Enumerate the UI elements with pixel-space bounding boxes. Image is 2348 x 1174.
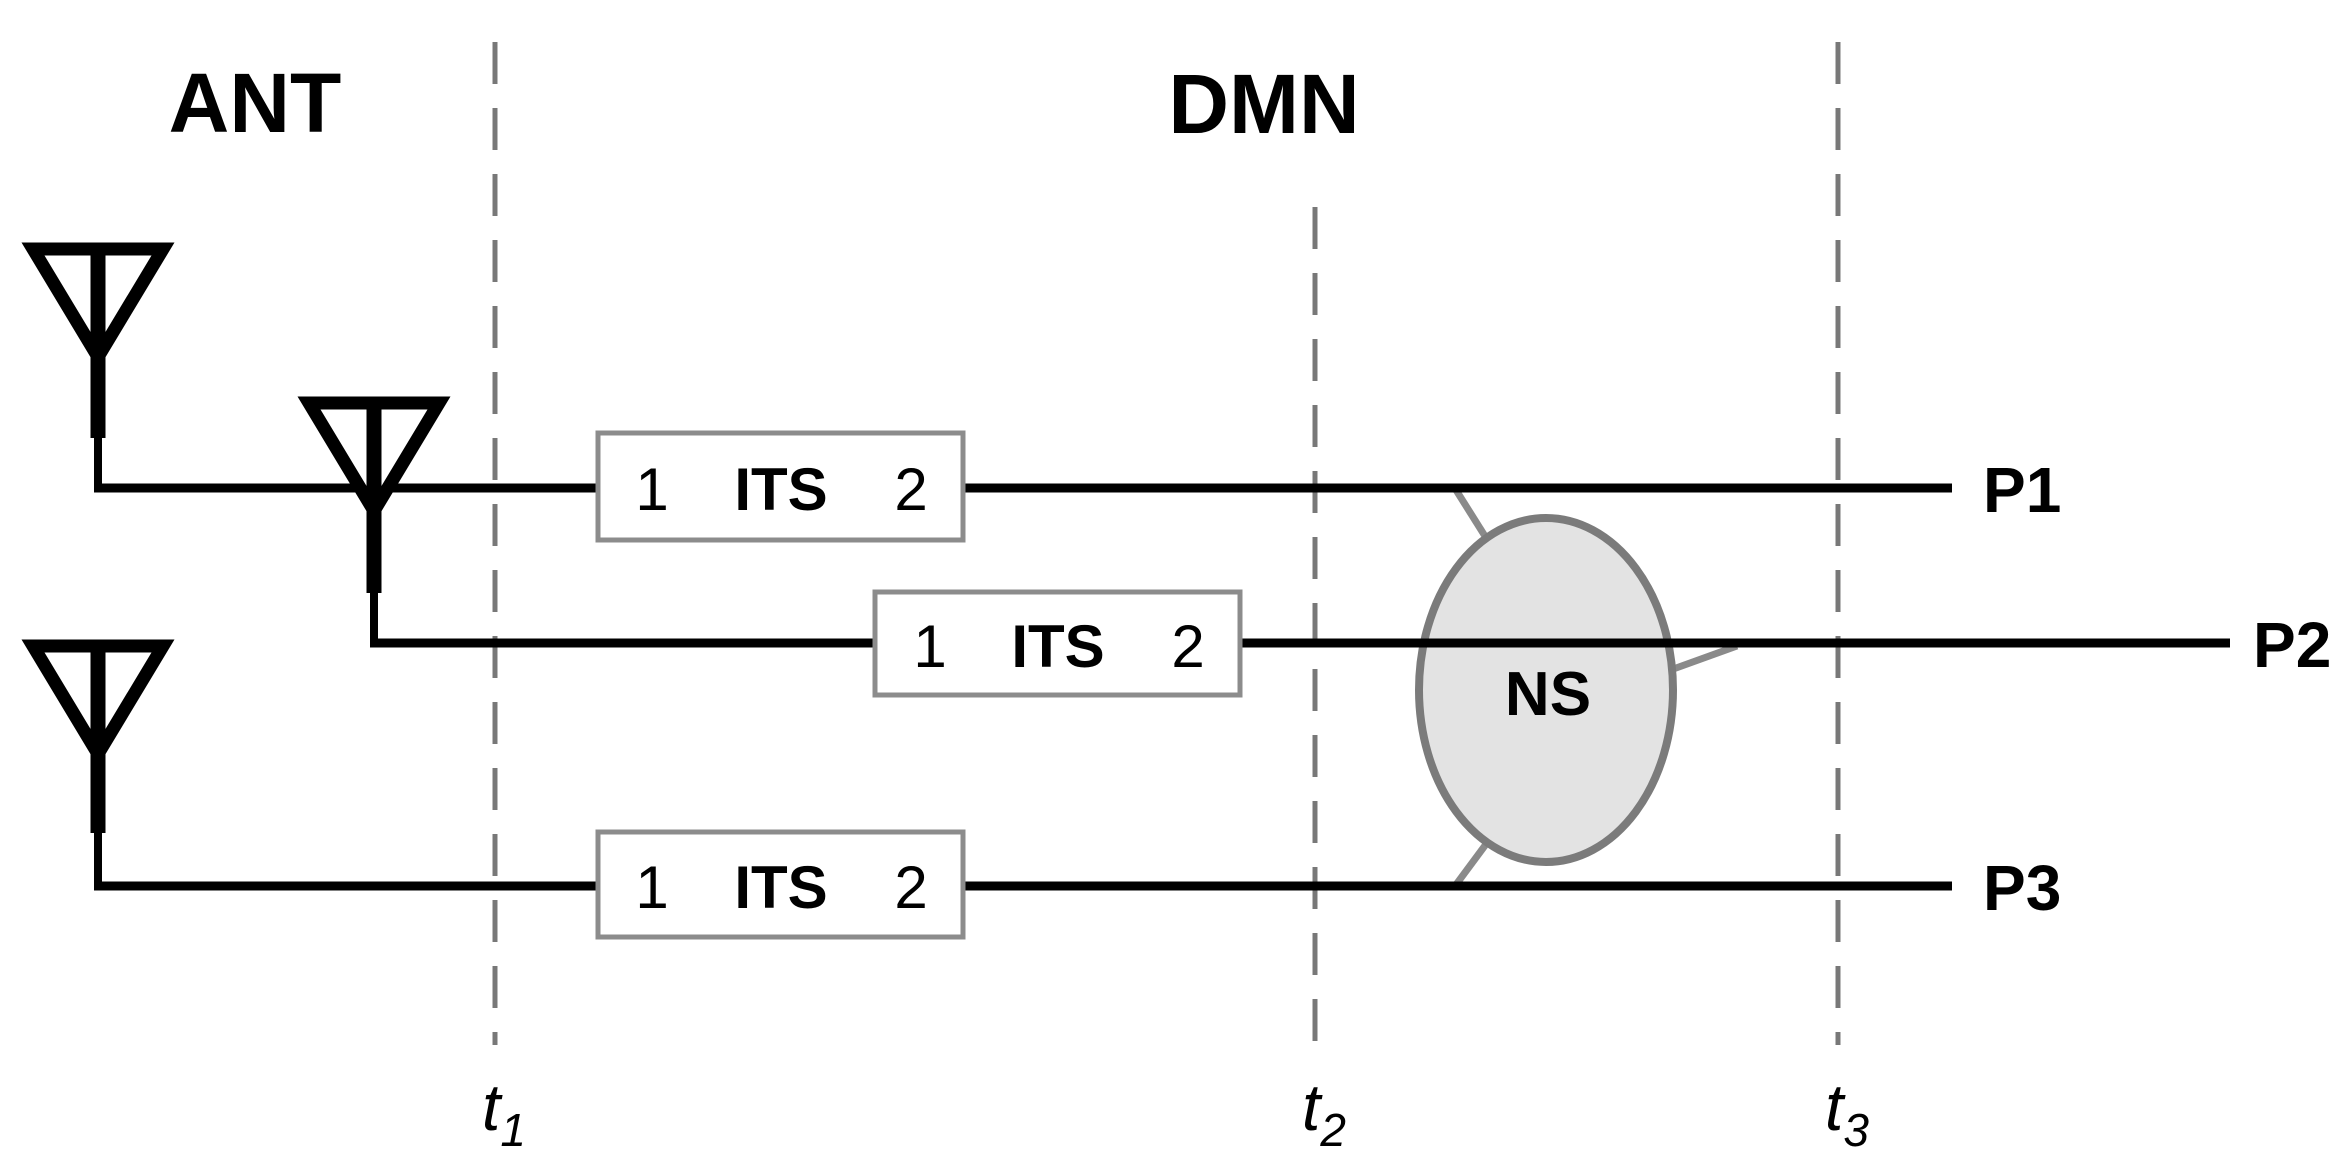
its-box-2-port1-label: 1 [913, 613, 946, 680]
ns-connector-p2 [1663, 642, 1739, 676]
port-label-p1: P1 [1983, 454, 2061, 526]
its-box-3-name-label: ITS [734, 854, 827, 921]
time-label-t2: t2 [1302, 1070, 1346, 1156]
time-label-t3: t3 [1825, 1070, 1869, 1156]
ns-ellipse [1415, 514, 1677, 866]
antenna3-icon [21, 639, 175, 833]
dmn-section-title: DMN [1168, 57, 1359, 151]
time-label-t3-base: t [1825, 1070, 1846, 1144]
ant-section-title: ANT [169, 56, 342, 150]
its-box-1-name-label: ITS [734, 456, 827, 523]
antenna2-icon [297, 396, 451, 593]
time-label-t3-sub: 3 [1843, 1104, 1869, 1156]
its-box-2-port2-label: 2 [1171, 613, 1204, 680]
time-label-t1-sub: 1 [500, 1104, 526, 1156]
time-label-t2-sub: 2 [1319, 1104, 1346, 1156]
its-box-3-frame [595, 829, 966, 940]
its-box-2: 1 ITS 2 [872, 589, 1243, 698]
its-box-3-port1-label: 1 [635, 854, 668, 921]
time-label-t1: t1 [482, 1070, 526, 1156]
port-label-p3: P3 [1983, 852, 2061, 924]
its-box-1-port2-label: 2 [894, 456, 927, 523]
ns-label: NS [1505, 660, 1591, 729]
its-box-1-frame [595, 430, 966, 543]
antenna1-icon [21, 242, 175, 438]
its-box-1-port1-label: 1 [635, 456, 668, 523]
its-box-3: 1 ITS 2 [595, 829, 966, 940]
time-label-t2-base: t [1302, 1070, 1323, 1144]
its-box-1: 1 ITS 2 [595, 430, 966, 543]
its-box-2-name-label: ITS [1011, 613, 1104, 680]
its-box-3-port2-label: 2 [894, 854, 927, 921]
time-label-t1-base: t [482, 1070, 503, 1144]
port-label-p2: P2 [2253, 609, 2331, 681]
its-box-2-frame [872, 589, 1243, 698]
